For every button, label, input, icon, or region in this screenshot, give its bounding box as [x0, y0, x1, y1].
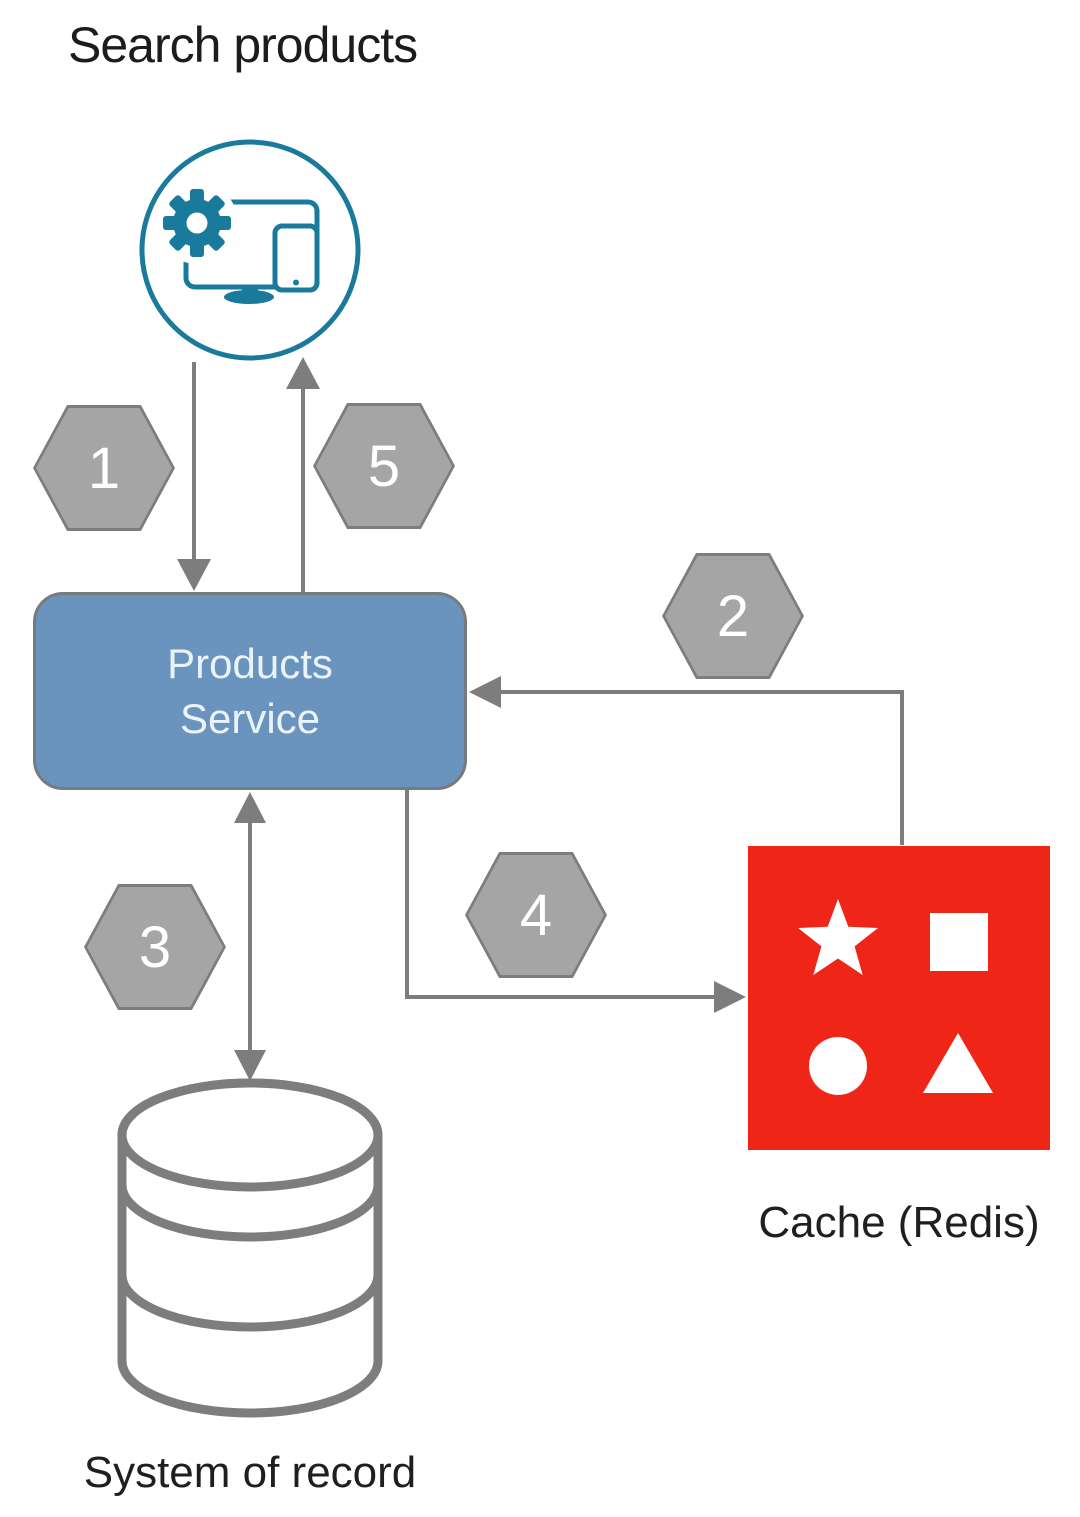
database-node-label: System of record [83, 1448, 417, 1497]
database-icon [117, 1078, 383, 1418]
gear-icon [156, 182, 238, 264]
tablet-icon [272, 223, 320, 293]
products-service-node: Products Service [33, 592, 467, 790]
circle-icon [809, 1037, 867, 1095]
products-service-label-line2: Service [179, 695, 321, 742]
step-number: 1 [87, 435, 121, 501]
cache-redis-node [748, 846, 1050, 1150]
step-number: 4 [519, 882, 553, 948]
arrow-step-1-client-to-service [177, 362, 211, 591]
arrow-step-2-cache-to-service [469, 676, 904, 845]
arrow-step-3-service-to-database [234, 792, 266, 1081]
step-hexagon-4: 4 [465, 852, 607, 978]
step-hexagon-3: 3 [84, 884, 226, 1010]
step-hexagon-5: 5 [313, 403, 455, 529]
client-device-node [139, 139, 361, 361]
arrow-step-4-service-to-cache [405, 790, 746, 1013]
arrow-up-icon [286, 357, 320, 389]
cache-node-label: Cache (Redis) [758, 1198, 1040, 1247]
products-service-label-line1: Products [167, 640, 333, 687]
arrow-left-icon [469, 676, 501, 708]
arrow-right-icon [714, 981, 746, 1013]
step-number: 5 [367, 433, 401, 499]
arrow-down-icon [234, 1050, 266, 1081]
step-hexagon-1: 1 [33, 405, 175, 531]
step-number: 3 [138, 914, 172, 980]
arrow-step-5-service-to-client [286, 357, 320, 592]
arrow-up-icon [234, 792, 266, 823]
page-title: Search products [68, 17, 418, 73]
star-icon [798, 899, 878, 975]
square-icon [930, 913, 988, 971]
step-number: 2 [716, 583, 750, 649]
triangle-icon [923, 1033, 993, 1093]
arrow-down-icon [177, 559, 211, 591]
step-hexagon-2: 2 [662, 553, 804, 679]
